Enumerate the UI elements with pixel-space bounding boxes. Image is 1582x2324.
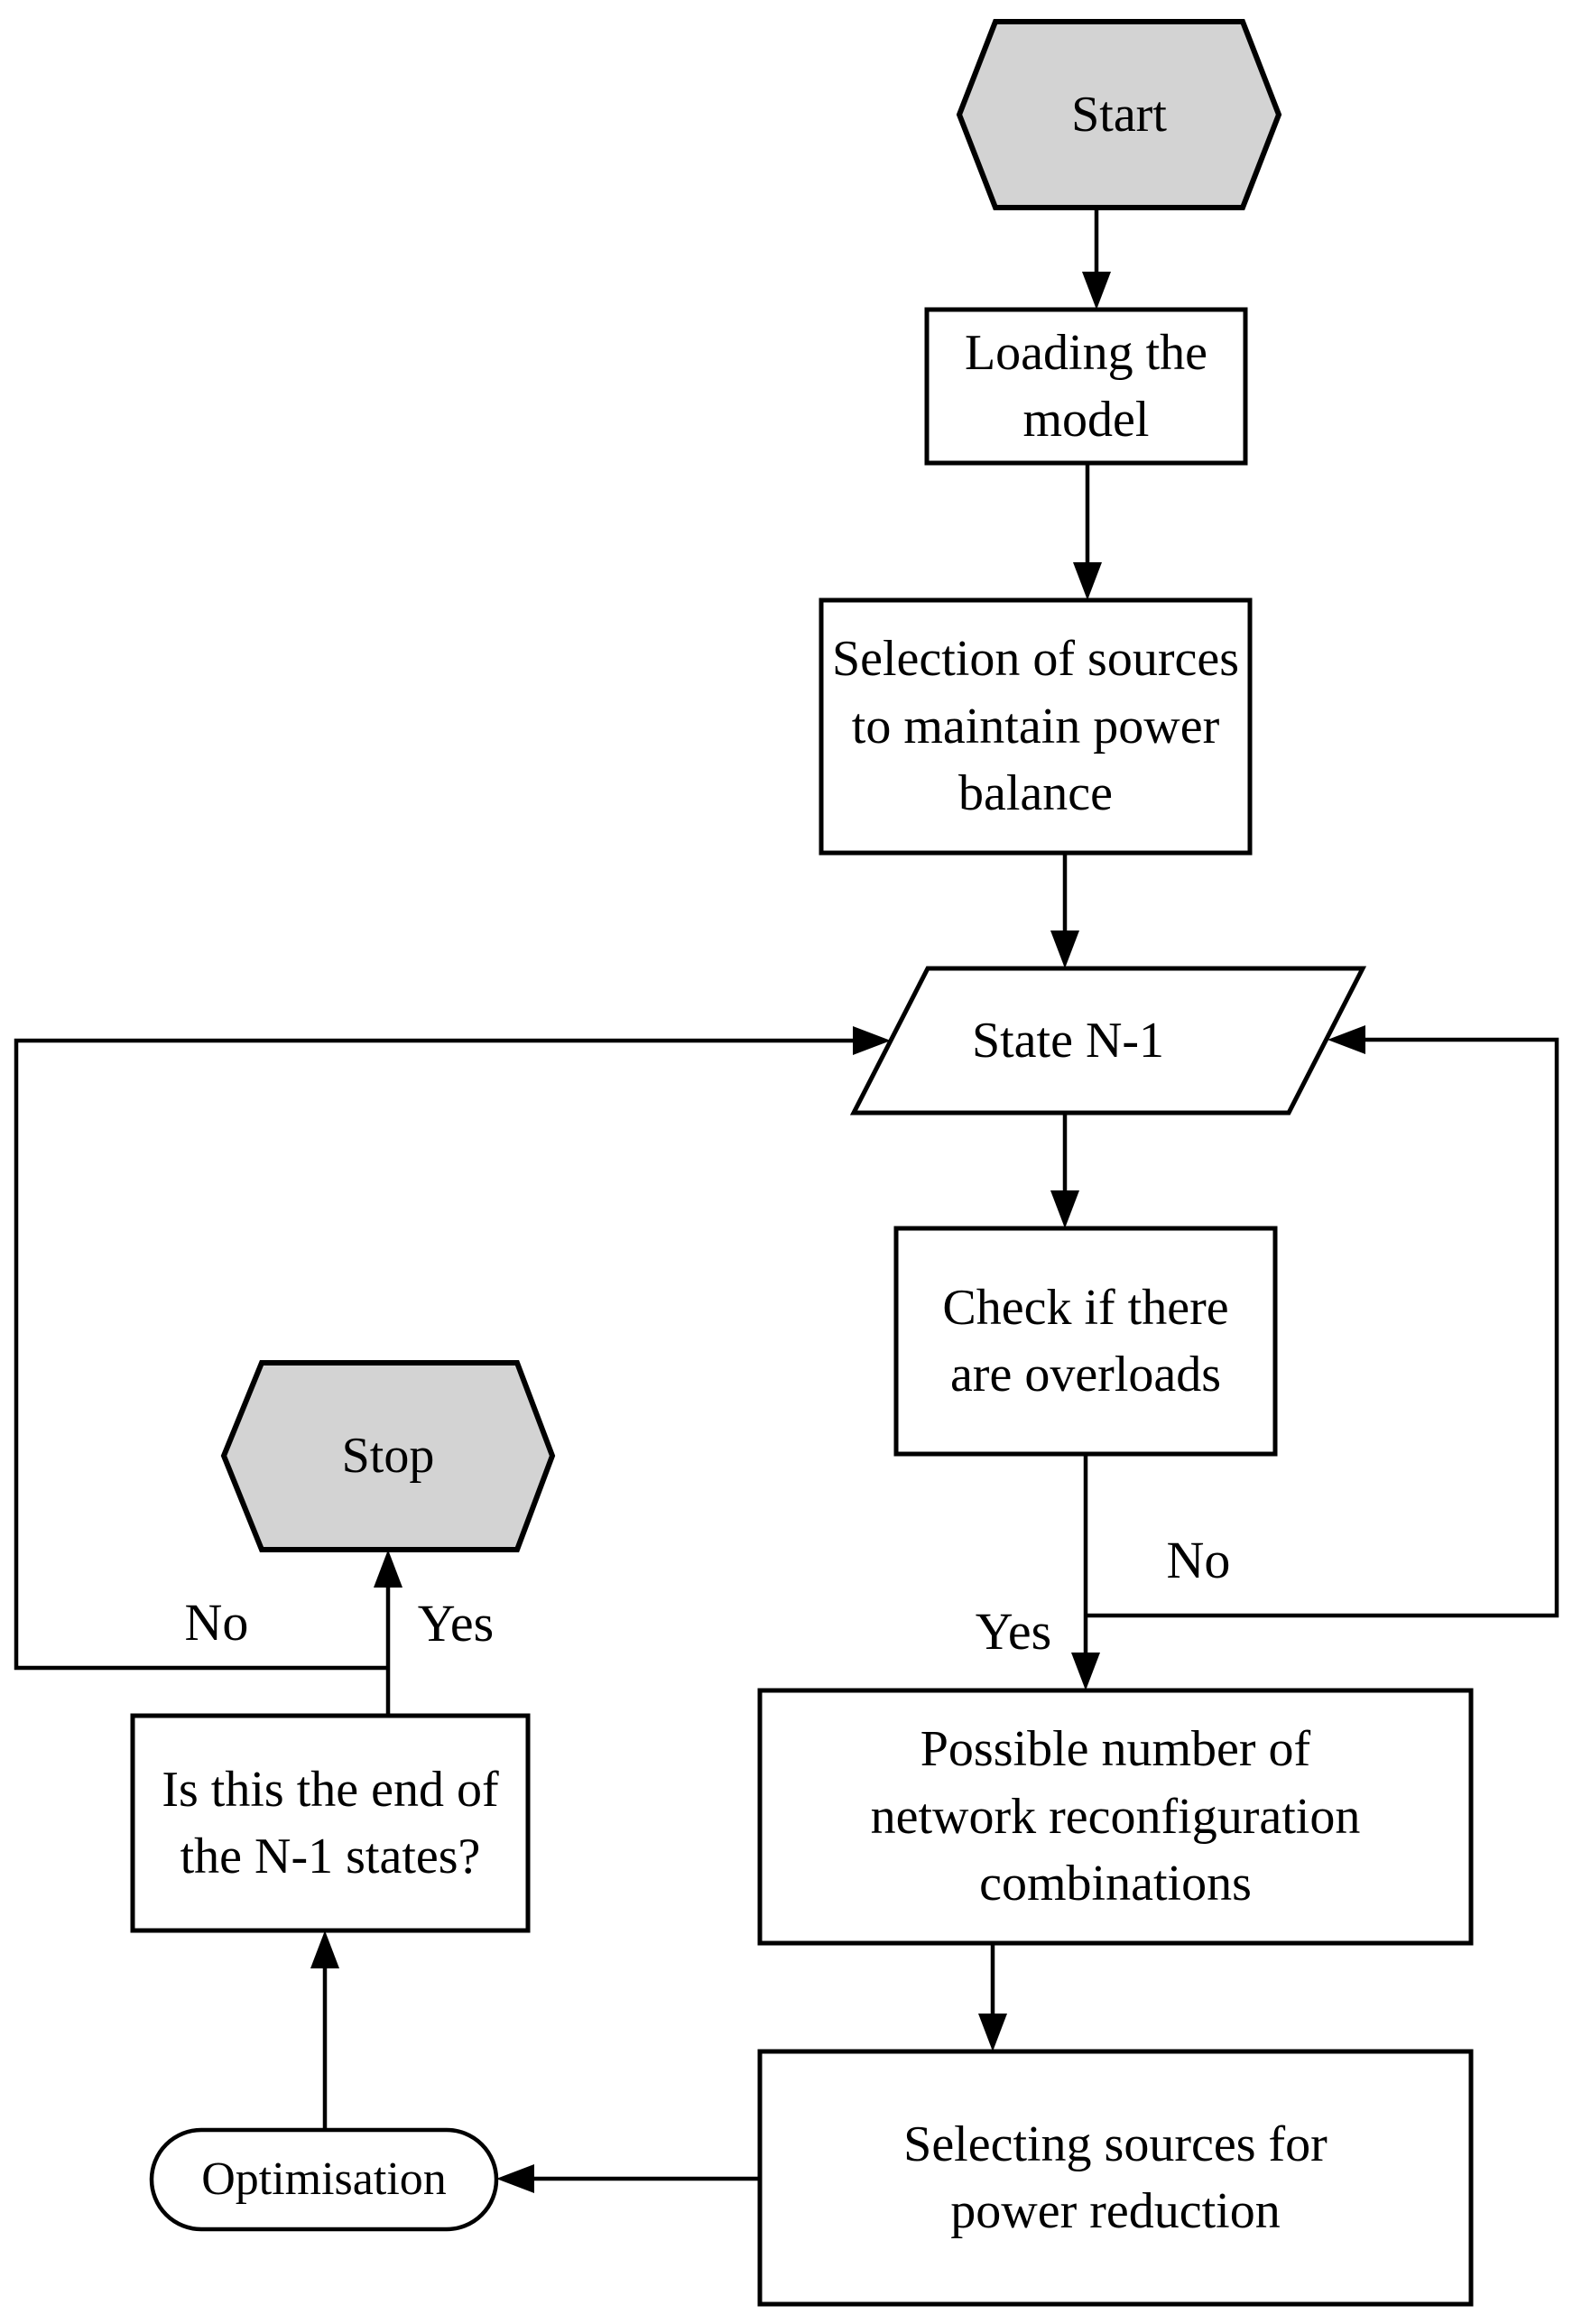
edge-isend-staten1-no xyxy=(14,1026,891,1671)
start-terminator-hexagon xyxy=(956,19,1282,210)
edge-possible-selecting xyxy=(978,1943,1007,2051)
selecting-sources-box xyxy=(757,2049,1474,2307)
arrowhead-down-icon xyxy=(1050,931,1079,968)
arrowhead-down-icon xyxy=(978,2014,1007,2051)
edge-selection-staten1 xyxy=(1050,851,1079,968)
arrowhead-down-icon xyxy=(1071,1653,1100,1690)
arrowhead-down-icon xyxy=(1073,562,1102,600)
edge-loading-selection xyxy=(1073,463,1102,600)
arrowhead-down-icon xyxy=(1050,1190,1079,1228)
state-n1-parallelogram xyxy=(849,966,1367,1116)
arrowhead-left-icon xyxy=(1328,1025,1365,1054)
edge-line xyxy=(1086,1037,1559,1618)
edge-check-possible-yes xyxy=(1071,1454,1100,1690)
arrowhead-up-icon xyxy=(310,1930,339,1968)
possible-combinations-box xyxy=(757,1688,1474,1946)
edge-selecting-optimisation xyxy=(496,2164,760,2193)
check-overloads-box xyxy=(893,1226,1278,1457)
edge-isend-stop-yes xyxy=(374,1550,402,1716)
arrowhead-down-icon xyxy=(1082,272,1111,310)
arrowhead-left-icon xyxy=(496,2164,534,2193)
loading-model-box xyxy=(924,307,1248,466)
selection-sources-box xyxy=(819,597,1253,856)
edge-staten1-check xyxy=(1050,1113,1079,1228)
optimisation-stadium xyxy=(149,2127,499,2232)
edge-optimisation-isend xyxy=(310,1930,339,2130)
arrowhead-up-icon xyxy=(374,1550,402,1588)
stop-terminator-hexagon xyxy=(220,1360,556,1552)
edge-line xyxy=(14,1038,853,1671)
is-end-box xyxy=(130,1713,531,1933)
edge-start-loading xyxy=(1082,208,1111,310)
arrowhead-right-icon xyxy=(853,1026,891,1055)
edge-check-staten1-no xyxy=(1086,1025,1559,1618)
